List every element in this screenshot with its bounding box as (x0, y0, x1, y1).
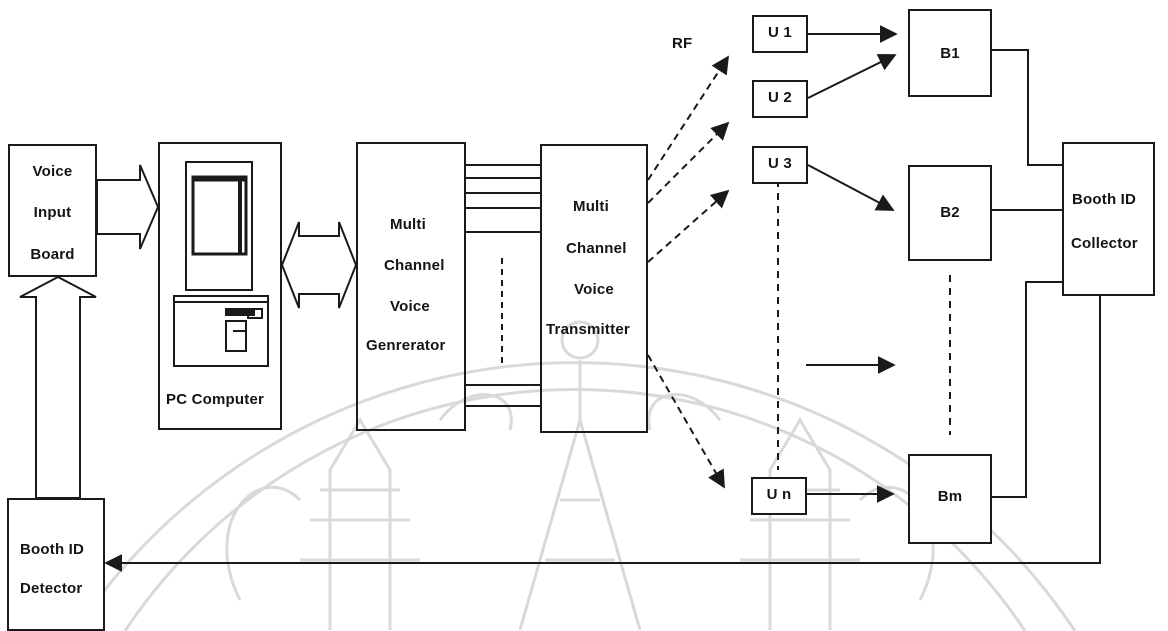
voice-transmitter-label-4: Transmitter (546, 321, 630, 338)
unit-label-3: U 3 (752, 155, 808, 172)
booth-id-detector-box (7, 498, 105, 631)
booth-id-collector-label-1: Booth ID (1072, 191, 1136, 208)
voice-transmitter-label-1: Multi (573, 198, 609, 215)
booth-id-collector-label-2: Collector (1071, 235, 1138, 252)
booth-label-m: Bm (908, 488, 992, 505)
voice-generator-label-4: Genrerator (366, 337, 446, 354)
pc-computer-box (158, 142, 282, 430)
unit-label-n: U n (751, 486, 807, 503)
voice-generator-box (356, 142, 466, 431)
booth-id-detector-label-1: Booth ID (20, 541, 84, 558)
detector-to-board-arrow (20, 277, 96, 498)
rf-label: RF (672, 35, 692, 52)
voice-transmitter-label-2: Channel (566, 240, 627, 257)
unit-label-1: U 1 (752, 24, 808, 41)
voice-input-board-label-2: Input (8, 204, 97, 221)
board-to-pc-arrow (97, 165, 158, 249)
unit-label-2: U 2 (752, 89, 808, 106)
booth-id-detector-label-2: Detector (20, 580, 82, 597)
voice-input-board-label-1: Voice (8, 163, 97, 180)
pc-computer-label: PC Computer (166, 391, 264, 408)
voice-generator-label-1: Multi (390, 216, 426, 233)
voice-input-board-label-3: Board (8, 246, 97, 263)
pc-generator-bidirectional-arrow (282, 222, 356, 308)
voice-transmitter-label-3: Voice (574, 281, 614, 298)
booth-label-1: B1 (908, 45, 992, 62)
voice-generator-label-2: Channel (384, 257, 445, 274)
booth-label-2: B2 (908, 204, 992, 221)
booth-id-collector-box (1062, 142, 1155, 296)
voice-generator-label-3: Voice (390, 298, 430, 315)
